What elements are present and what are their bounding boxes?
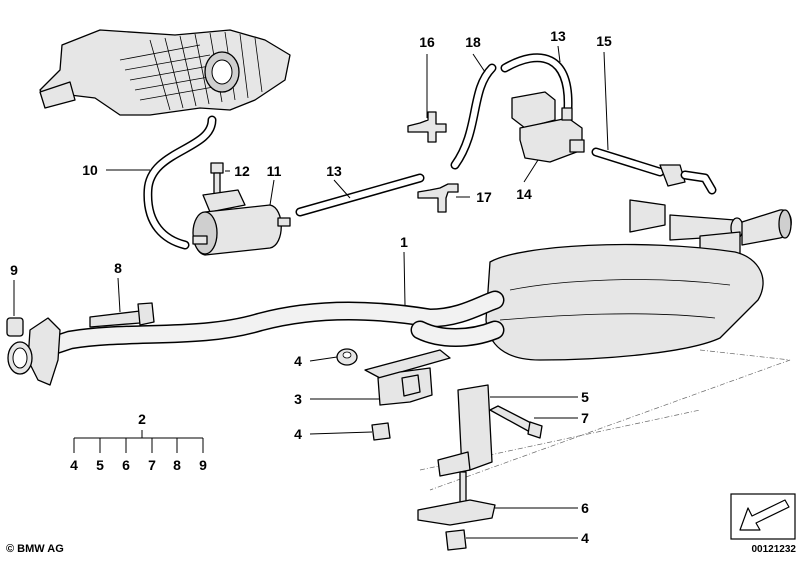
gasket-9	[6, 317, 24, 337]
callout-14: 14	[516, 186, 532, 202]
exhaust-pipe-1	[30, 290, 505, 360]
callout-8: 8	[114, 260, 122, 276]
callout-11: 11	[267, 163, 282, 179]
callout-10: 10	[82, 162, 98, 178]
hose-13-lower	[295, 173, 425, 217]
t-piece-16	[407, 111, 447, 143]
intake-manifold	[39, 29, 291, 116]
callout-13-lower: 13	[326, 163, 342, 179]
hose-10	[143, 115, 217, 250]
valve-14	[511, 91, 585, 163]
kit-label: 2	[138, 411, 146, 427]
kit-item-7: 7	[148, 457, 156, 473]
callout-6: 6	[581, 500, 589, 516]
callout-1: 1	[400, 234, 408, 250]
callout-4-upper: 4	[294, 353, 302, 369]
callout-15: 15	[596, 33, 612, 49]
tailpipe-assembly	[629, 199, 792, 263]
carbon-canister-11	[192, 189, 291, 256]
arrow-icon	[730, 493, 796, 540]
callout-16: 16	[419, 34, 435, 50]
bolt-12	[210, 162, 224, 196]
callout-4-lower: 4	[581, 530, 589, 546]
kit-group-2: 2 4 5 6 7 8 9	[70, 411, 207, 473]
bolt-8	[89, 302, 155, 328]
callout-13-upper: 13	[550, 28, 566, 44]
kit-item-8: 8	[173, 457, 181, 473]
t-piece-17	[417, 183, 459, 213]
holder-3	[364, 349, 451, 406]
rubber-mount-4-lower	[445, 529, 467, 551]
callout-17: 17	[476, 189, 492, 205]
callout-5: 5	[581, 389, 589, 405]
rear-muffler	[485, 243, 764, 361]
kit-item-9: 9	[199, 457, 207, 473]
diagram-number: 00121232	[752, 544, 797, 555]
callout-3: 3	[294, 391, 302, 407]
leader-lines	[13, 45, 609, 539]
callout-18: 18	[465, 34, 481, 50]
front-flange	[7, 317, 61, 386]
kit-item-4: 4	[70, 457, 78, 473]
callout-labels: 16 18 13 15 10 12 11 13 14 17 1 9 8 4 3 …	[10, 28, 612, 546]
bracket-6	[417, 471, 496, 526]
kit-item-5: 5	[96, 457, 104, 473]
bracket-5	[437, 384, 493, 477]
rubber-mount-4-upper	[336, 348, 358, 366]
hose-18	[450, 63, 497, 170]
callout-12: 12	[234, 163, 250, 179]
callout-4-middle: 4	[294, 426, 302, 442]
bolt-7	[489, 405, 543, 439]
copyright-text: © BMW AG	[6, 543, 64, 555]
callout-7: 7	[581, 410, 589, 426]
rubber-mount-4-middle	[371, 422, 391, 441]
pipe-15	[591, 147, 717, 195]
hose-13-upper	[500, 53, 573, 113]
callout-9: 9	[10, 262, 18, 278]
kit-item-6: 6	[122, 457, 130, 473]
